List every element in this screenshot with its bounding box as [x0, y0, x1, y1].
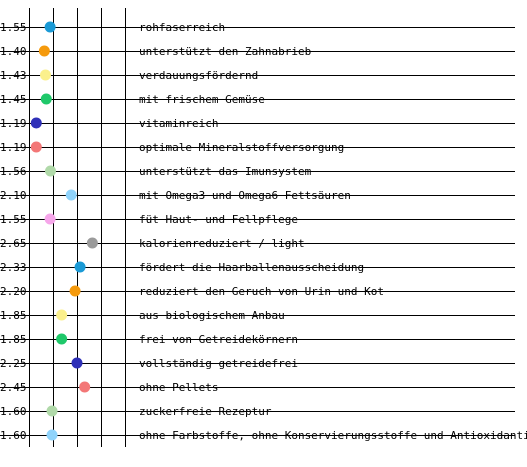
data-point [69, 285, 81, 297]
data-point [30, 141, 42, 153]
row-label: optimale Mineralstoffversorgung [139, 141, 344, 154]
data-point [74, 261, 86, 273]
value-label: 2.33 [0, 261, 27, 274]
row-label: fördert die Haarballenausscheidung [139, 261, 364, 274]
data-point [56, 333, 68, 345]
row-label: unterstützt den Zahnabrieb [139, 45, 311, 58]
value-label: 2.20 [0, 285, 27, 298]
row-label: frei von Getreidekörnern [139, 333, 298, 346]
grid [0, 8, 515, 447]
data-point [30, 117, 42, 129]
data-point [40, 69, 52, 81]
data-point [38, 45, 50, 57]
value-label: 2.25 [0, 357, 27, 370]
data-point [44, 213, 56, 225]
row-label: ohne Pellets [139, 381, 218, 394]
row-label: reduziert den Geruch von Urin und Kot [139, 285, 384, 298]
value-labels: 1.55 1.40 1.43 1.45 1.19 1.19 1.56 2.10 1.55 2.65… [0, 21, 27, 442]
value-label: 1.55 [0, 21, 27, 34]
data-point [65, 189, 77, 201]
row-label: rohfaserreich [139, 21, 225, 34]
value-label: 1.56 [0, 165, 27, 178]
row-label: füt Haut- und Fellpflege [139, 213, 298, 226]
value-label: 1.60 [0, 405, 27, 418]
value-label: 2.65 [0, 237, 27, 250]
data-point [40, 93, 52, 105]
value-label: 1.19 [0, 117, 27, 130]
row-label: kalorienreduziert / light [139, 237, 305, 250]
row-label: mit frischem Gemüse [139, 93, 265, 106]
value-label: 1.85 [0, 333, 27, 346]
value-label: 1.19 [0, 141, 27, 154]
data-point [45, 165, 57, 177]
value-label: 1.55 [0, 213, 27, 226]
row-label: aus biologischem Anbau [139, 309, 285, 322]
value-label: 1.45 [0, 93, 27, 106]
value-label: 1.85 [0, 309, 27, 322]
row-label: mit Omega3 und Omega6 Fettsäuren [139, 189, 351, 202]
value-label: 2.45 [0, 381, 27, 394]
value-label: 1.43 [0, 69, 27, 82]
data-points [30, 21, 98, 441]
data-point [71, 357, 83, 369]
row-label: unterstützt das Imunsystem [139, 165, 312, 178]
value-label: 1.60 [0, 429, 27, 442]
data-point [56, 309, 68, 321]
row-label: vitaminreich [139, 117, 218, 130]
row-label: verdauungsfördernd [139, 69, 258, 82]
data-point [46, 405, 58, 417]
row-label: zuckerfreie Rezeptur [139, 405, 272, 418]
data-point [44, 21, 56, 33]
data-point [79, 381, 91, 393]
row-label: ohne Farbstoffe, ohne Konservierungsstof… [139, 429, 527, 442]
row-labels: rohfaserreich unterstützt den Zahnabrieb v… [139, 21, 527, 442]
data-point [86, 237, 98, 249]
value-label: 1.40 [0, 45, 27, 58]
value-label: 2.10 [0, 189, 27, 202]
row-label: vollständig getreidefrei [139, 357, 298, 370]
data-point [46, 429, 58, 441]
